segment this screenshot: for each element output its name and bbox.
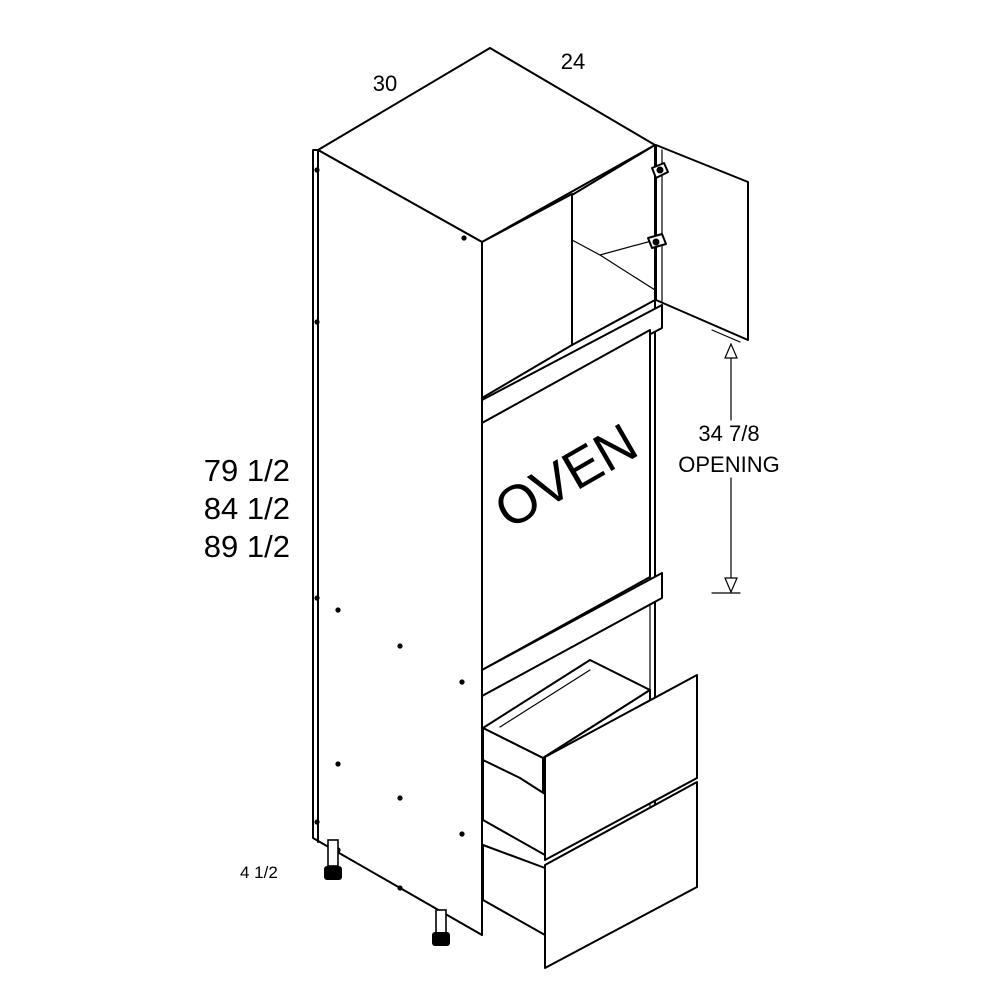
- cabinet-side-panel: [312, 149, 483, 936]
- adjustable-leg: [432, 909, 450, 946]
- upper-rail: [481, 304, 663, 424]
- opening-dimension-line: [711, 329, 741, 594]
- lower-rail: [481, 572, 663, 697]
- opening-value: 34 7/8: [698, 421, 759, 446]
- upper-left-door: [481, 193, 573, 399]
- opening-label: OPENING: [678, 452, 779, 477]
- height-option-3: 89 1/2: [204, 529, 290, 564]
- upper-right-door: [647, 144, 749, 341]
- drawer-front-top: [544, 674, 698, 861]
- oven-panel: [481, 329, 651, 671]
- adjustable-leg: [324, 839, 342, 880]
- drawer-front-bottom: [544, 781, 698, 969]
- toe-kick-dimension: 4 1/2: [240, 863, 278, 882]
- height-option-1: 79 1/2: [204, 453, 290, 488]
- depth-dimension: 24: [561, 49, 585, 74]
- width-dimension: 30: [373, 71, 397, 96]
- height-option-2: 84 1/2: [204, 491, 290, 526]
